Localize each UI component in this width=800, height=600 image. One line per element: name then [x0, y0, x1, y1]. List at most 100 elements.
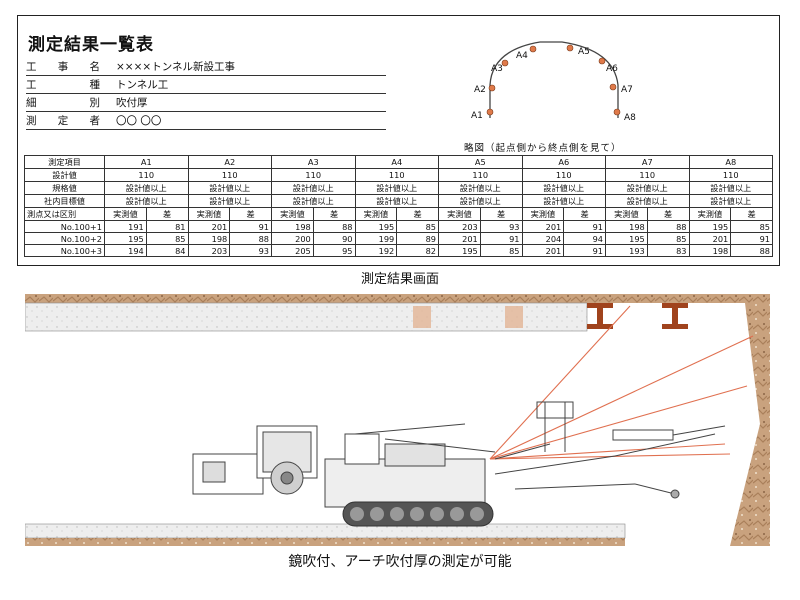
- measured-value-cell: 201: [521, 220, 565, 233]
- diff-value-cell: 85: [646, 232, 690, 245]
- point-a1-marker: [486, 108, 494, 116]
- info-label-measurer: 測定者: [26, 115, 100, 127]
- measured-value-cell: 191: [104, 220, 147, 233]
- point-a7-marker: [609, 83, 617, 91]
- info-row-project: 工事名 ××××トンネル新設工事: [26, 58, 386, 76]
- measured-value-cell: 203: [438, 220, 481, 233]
- point-a4-marker: [529, 45, 537, 53]
- diff-value-cell: 85: [396, 220, 439, 233]
- measured-value-cell: 200: [271, 232, 314, 245]
- project-info: 工事名 ××××トンネル新設工事 工種 トンネル工 細別 吹付厚 測定者 〇〇 …: [26, 58, 386, 130]
- lining-marker-1: [413, 306, 431, 328]
- shotcrete-lining: [24, 302, 588, 332]
- point-a2-label: A2: [474, 85, 486, 95]
- target-value-cell: 設計値以上: [354, 194, 439, 208]
- subheader-measured: 実測値: [354, 207, 398, 221]
- point-a3-marker: [501, 59, 509, 67]
- diff-value-cell: 88: [229, 232, 272, 245]
- subheader-diff: 差: [312, 207, 356, 221]
- diagram-caption: 略図（起点側から終点側を見て）: [464, 143, 622, 154]
- measured-value-cell: 201: [521, 244, 565, 257]
- info-value-work-type: トンネル工: [116, 79, 169, 91]
- diff-value-cell: 81: [145, 220, 189, 233]
- rock-face: [730, 303, 770, 546]
- column-header-a7: A7: [605, 155, 690, 169]
- design-value-cell: 110: [688, 168, 773, 182]
- column-header-a5: A5: [438, 155, 523, 169]
- spraying-machine-illustration: [24, 294, 770, 546]
- measured-value-cell: 198: [187, 232, 231, 245]
- subheader-diff: 差: [646, 207, 690, 221]
- diff-value-cell: 89: [396, 232, 439, 245]
- diff-value-cell: 93: [229, 244, 272, 257]
- standard-value-cell: 設計値以上: [521, 181, 606, 195]
- tunnel-floor: [24, 523, 626, 539]
- measured-value-cell: 199: [354, 232, 398, 245]
- point-a6-label: A6: [606, 64, 618, 74]
- subheader-measured: 実測値: [688, 207, 732, 221]
- column-header-a6: A6: [521, 155, 606, 169]
- diff-value-cell: 95: [312, 244, 356, 257]
- subheader-diff: 差: [396, 207, 439, 221]
- target-value-cell: 設計値以上: [438, 194, 523, 208]
- subheader-diff: 差: [730, 207, 773, 221]
- measured-value-cell: 198: [688, 244, 732, 257]
- info-value-subdivision: 吹付厚: [116, 97, 148, 109]
- diff-value-cell: 91: [730, 232, 773, 245]
- diff-value-cell: 93: [479, 220, 523, 233]
- measured-value-cell: 195: [688, 220, 732, 233]
- measured-value-cell: 195: [605, 232, 648, 245]
- standard-value-cell: 設計値以上: [354, 181, 439, 195]
- design-value-label: 設計値: [24, 168, 105, 182]
- subheader-diff: 差: [145, 207, 189, 221]
- column-header-a3: A3: [271, 155, 356, 169]
- measured-value-cell: 203: [187, 244, 231, 257]
- info-row-subdivision: 細別 吹付厚: [26, 94, 386, 112]
- floor-rock: [25, 538, 625, 546]
- point-a4-label: A4: [516, 51, 528, 61]
- measured-value-cell: 192: [354, 244, 398, 257]
- standard-value-row: 規格値設計値以上設計値以上設計値以上設計値以上設計値以上設計値以上設計値以上設計…: [24, 181, 773, 195]
- point-a3-label: A3: [491, 64, 503, 74]
- standard-value-cell: 設計値以上: [187, 181, 272, 195]
- steel-support-icon: [587, 303, 688, 329]
- design-value-cell: 110: [104, 168, 189, 182]
- target-value-label: 社内目標値: [24, 194, 105, 208]
- target-value-row: 社内目標値設計値以上設計値以上設計値以上設計値以上設計値以上設計値以上設計値以上…: [24, 194, 773, 208]
- target-value-cell: 設計値以上: [605, 194, 690, 208]
- standard-value-label: 規格値: [24, 181, 105, 195]
- point-a5-label: A5: [578, 47, 590, 57]
- diff-value-cell: 82: [396, 244, 439, 257]
- measured-value-cell: 198: [271, 220, 314, 233]
- rock-ceiling: [25, 294, 770, 303]
- caption-top: 測定結果画面: [360, 272, 439, 287]
- point-a2-marker: [488, 84, 496, 92]
- target-value-cell: 設計値以上: [104, 194, 189, 208]
- subheader-row: 測点又は区別実測値差実測値差実測値差実測値差実測値差実測値差実測値差実測値差: [24, 207, 773, 221]
- point-a5-marker: [566, 44, 574, 52]
- point-a8-label: A8: [624, 113, 636, 123]
- subheader-diff: 差: [563, 207, 606, 221]
- info-row-measurer: 測定者 〇〇 〇〇: [26, 112, 386, 130]
- header-label-cell: 測定項目: [24, 155, 105, 169]
- design-value-cell: 110: [354, 168, 439, 182]
- diff-value-cell: 91: [563, 244, 606, 257]
- tunnel-arch-diagram: A1 A2 A3 A4 A5 A6 A7 A8: [450, 30, 660, 156]
- column-header-a8: A8: [688, 155, 773, 169]
- column-header-a4: A4: [354, 155, 439, 169]
- diff-value-cell: 91: [563, 220, 606, 233]
- subheader-measured: 実測値: [521, 207, 565, 221]
- station-cell: No.100+1: [24, 220, 105, 233]
- subheader-diff: 差: [479, 207, 523, 221]
- subheader-measured: 実測値: [187, 207, 231, 221]
- point-a8-marker: [613, 108, 621, 116]
- point-a7-label: A7: [621, 85, 633, 95]
- laser-lines: [489, 305, 754, 460]
- measured-value-cell: 201: [688, 232, 732, 245]
